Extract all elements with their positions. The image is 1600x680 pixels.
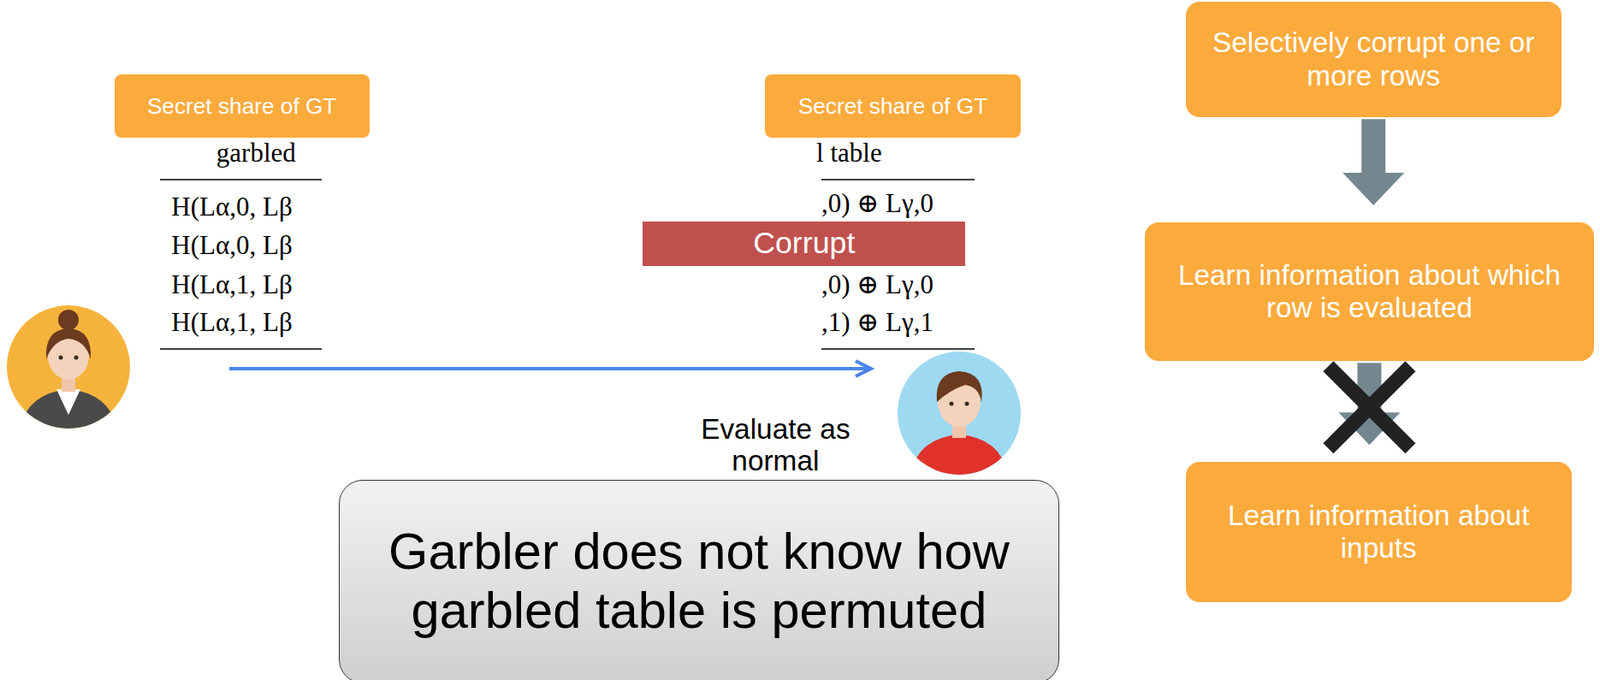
step-box: Learn information about which row is eva… [1144, 222, 1595, 362]
corrupt-band: Corrupt [642, 221, 966, 267]
cross-stroke [1327, 366, 1411, 449]
table-cell: ,0) ⊕ Lγ,0 [821, 270, 934, 300]
cross-stroke [1327, 366, 1411, 449]
garbler-avatar [6, 305, 131, 433]
table-cell: H(Lα,1, Lβ [171, 308, 292, 338]
flow-arrow [1361, 118, 1386, 173]
node-text: Selectively corrupt one or more rows [1197, 26, 1550, 93]
table-cell: H(Lα,0, Lβ [171, 231, 292, 261]
share-tag: Secret share of GT [114, 74, 370, 138]
node-text: Learn information about which row is eva… [1156, 259, 1583, 326]
table-header: garbled [216, 138, 297, 168]
node-text: Secret share of GT [798, 93, 989, 119]
node-text: Learn information about inputs [1197, 499, 1560, 566]
send-arrow [229, 367, 872, 371]
node-text: Secret share of GT [147, 93, 338, 119]
step-box: Learn information about inputs [1185, 462, 1572, 602]
table-header: l table [816, 138, 883, 168]
node-text: Garbler does not know how garbled table … [351, 522, 1047, 640]
table-cell: ,0) ⊕ Lγ,0 [821, 189, 934, 219]
table-cell: H(Lα,0, Lβ [171, 192, 292, 222]
note-text: Evaluate as normal [693, 414, 858, 477]
node-text: Corrupt [752, 225, 855, 261]
table-rule [160, 179, 975, 350]
blocked-cross [1327, 366, 1411, 449]
share-tag: Secret share of GT [764, 74, 1020, 138]
step-box: Selectively corrupt one or more rows [1185, 1, 1562, 118]
table-cell: H(Lα,1, Lβ [171, 270, 292, 300]
callout-box: Garbler does not know how garbled table … [338, 480, 1060, 680]
table-cell: ,1) ⊕ Lγ,1 [821, 308, 934, 338]
evaluator-avatar [897, 351, 1021, 480]
